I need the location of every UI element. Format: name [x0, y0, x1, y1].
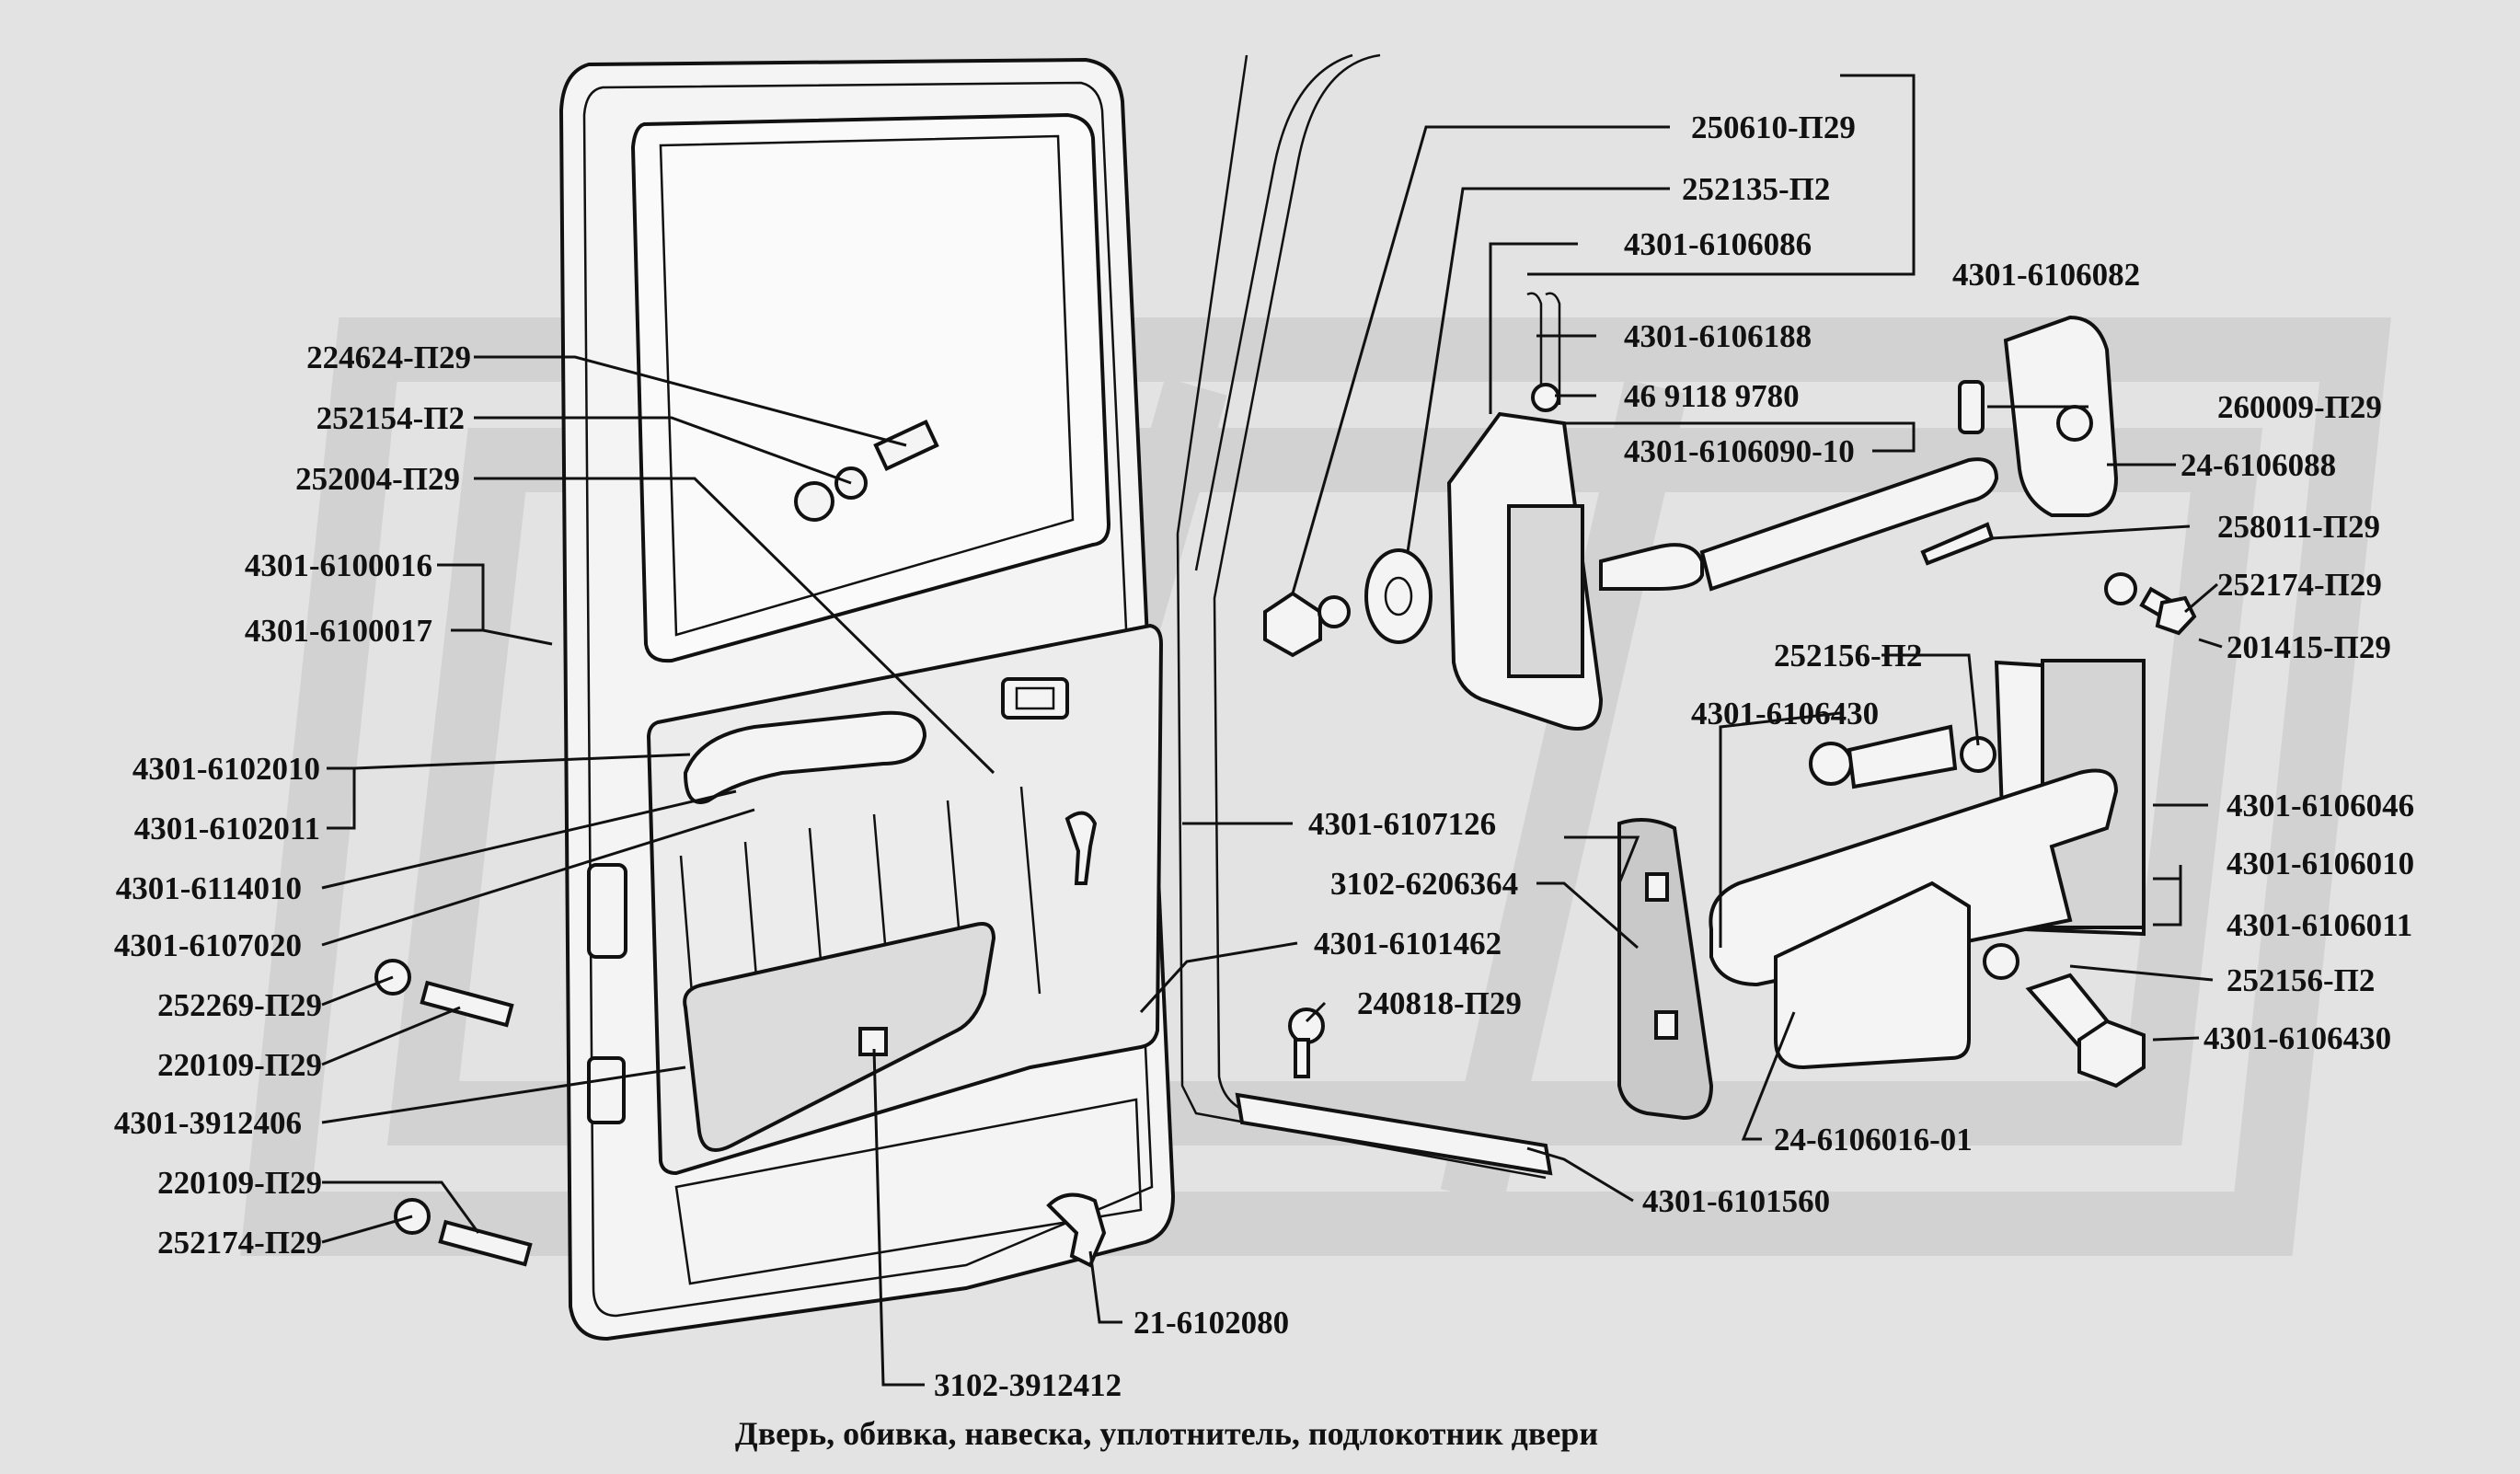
- label-4301-6114010: 4301-6114010: [116, 870, 302, 906]
- check-strap-parts: [1263, 292, 1999, 731]
- diagram-caption: Дверь, обивка, навеска, уплотнитель, под…: [735, 1415, 1598, 1452]
- label-258011-p29: 258011-П29: [2217, 509, 2380, 545]
- label-252154-p2: 252154-П2: [316, 400, 465, 436]
- part-labels: 224624-П29 252154-П2 252004-П29 4301-610…: [114, 109, 2414, 1403]
- label-4301-3912406: 4301-3912406: [114, 1105, 302, 1141]
- label-21-6102080: 21-6102080: [1133, 1305, 1289, 1341]
- label-252156-p2-a: 252156-П2: [1774, 638, 1922, 674]
- label-4301-6101462: 4301-6101462: [1314, 926, 1502, 962]
- door-handle: [683, 710, 927, 804]
- label-4301-6102010: 4301-6102010: [132, 751, 320, 787]
- lock-knob: [1064, 811, 1098, 885]
- label-252174-p29-a: 252174-П29: [157, 1225, 322, 1261]
- label-4301-6106430-b: 4301-6106430: [2204, 1020, 2391, 1056]
- label-4301-6100016: 4301-6100016: [245, 547, 432, 583]
- inner-release: [1001, 677, 1069, 720]
- label-4301-6100017: 4301-6100017: [245, 613, 432, 649]
- label-4301-6107020: 4301-6107020: [114, 927, 302, 963]
- label-4301-6106011: 4301-6106011: [2227, 907, 2412, 943]
- label-250610-p29: 250610-П29: [1691, 109, 1856, 145]
- weather-seal-strip: [1617, 818, 1714, 1121]
- label-252174-p29-b: 252174-П29: [2217, 567, 2382, 603]
- label-201415-p29: 201415-П29: [2227, 629, 2391, 665]
- leader-lines: [321, 74, 2223, 1387]
- label-220109-p29-a: 220109-П29: [157, 1047, 322, 1083]
- label-260009-p29: 260009-П29: [2217, 389, 2382, 425]
- hinge-assembly: [1709, 572, 2197, 1088]
- small-parts-bottom: [1046, 1008, 1325, 1268]
- label-4301-6102011: 4301-6102011: [134, 811, 320, 846]
- door-check-pin-parts: [1920, 315, 2119, 566]
- label-3102-6206364: 3102-6206364: [1330, 866, 1518, 902]
- label-4301-6106430-a: 4301-6106430: [1691, 696, 1879, 731]
- label-4301-6107126: 4301-6107126: [1308, 806, 1496, 842]
- label-252004-p29: 252004-П29: [295, 461, 460, 497]
- label-240818-p29: 240818-П29: [1357, 985, 1522, 1021]
- hinge-brackets-left: [587, 863, 627, 1124]
- label-24-6106016-01: 24-6106016-01: [1774, 1122, 1973, 1157]
- label-4301-6106188: 4301-6106188: [1624, 318, 1812, 354]
- label-224624-p29: 224624-П29: [306, 340, 471, 375]
- label-4301-6106010: 4301-6106010: [2227, 846, 2414, 881]
- label-4301-6106090-10: 4301-6106090-10: [1624, 433, 1855, 469]
- label-220109-p29-b: 220109-П29: [157, 1165, 322, 1201]
- label-24-6106088: 24-6106088: [2181, 447, 2336, 483]
- label-252156-p2-b: 252156-П2: [2227, 962, 2375, 998]
- label-252135-p2: 252135-П2: [1682, 171, 1830, 207]
- label-3102-3912412: 3102-3912412: [934, 1367, 1122, 1403]
- label-4301-6106046: 4301-6106046: [2227, 788, 2414, 823]
- label-4301-6106086: 4301-6106086: [1624, 226, 1812, 262]
- label-4301-6101560: 4301-6101560: [1642, 1183, 1830, 1219]
- body-pillar: [1176, 53, 1553, 1180]
- label-4301-6106082: 4301-6106082: [1952, 257, 2140, 293]
- label-252269-p29: 252269-П29: [157, 987, 322, 1023]
- label-46-9118-9780: 46 9118 9780: [1624, 378, 1800, 414]
